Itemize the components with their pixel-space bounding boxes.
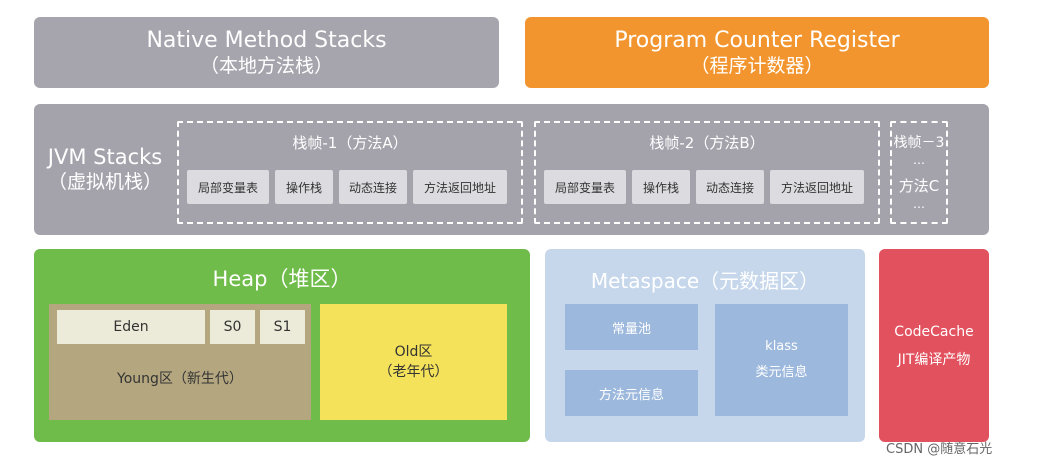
stack-frame-3-dots-bottom: …: [913, 197, 925, 211]
method-metadata: 方法元信息: [565, 370, 698, 416]
stack-frame-2: 栈帧-2（方法B） 局部变量表 操作栈 动态连接 方法返回地址: [534, 121, 880, 224]
jvm-stacks-subtitle: （虚拟机栈）: [47, 171, 162, 193]
young-generation-label: Young区（新生代）: [117, 371, 243, 387]
frame-2-operand-stack: 操作栈: [632, 170, 690, 204]
program-counter-register-box: Program Counter Register （程序计数器）: [525, 17, 989, 88]
native-method-stacks-subtitle: （本地方法栈）: [199, 54, 333, 77]
jvm-stacks-title: JVM Stacks: [47, 145, 163, 169]
frame-2-return-address: 方法返回地址: [770, 170, 864, 204]
native-method-stacks-box: Native Method Stacks （本地方法栈）: [34, 17, 499, 88]
codecache-title: CodeCache: [894, 323, 974, 340]
survivor-s1: S1: [260, 310, 305, 344]
jvm-stacks-label: JVM Stacks （虚拟机栈）: [40, 144, 170, 194]
stack-frame-2-title: 栈帧-2（方法B）: [649, 134, 765, 152]
frame-2-dynamic-linking: 动态连接: [696, 170, 764, 204]
program-counter-title: Program Counter Register: [614, 27, 900, 53]
frame-1-local-variables: 局部变量表: [187, 170, 269, 204]
stack-frame-3-dots-top: …: [913, 153, 925, 167]
stack-frame-1: 栈帧-1（方法A） 局部变量表 操作栈 动态连接 方法返回地址: [177, 121, 523, 224]
jvm-stacks-box: JVM Stacks （虚拟机栈） 栈帧-1（方法A） 局部变量表 操作栈 动态…: [34, 104, 989, 235]
old-generation-title: Old区: [394, 344, 433, 360]
native-method-stacks-title: Native Method Stacks: [146, 27, 387, 53]
old-generation: Old区 （老年代）: [320, 304, 507, 420]
class-metadata-label: 类元信息: [755, 365, 808, 380]
frame-1-operand-stack: 操作栈: [275, 170, 333, 204]
metaspace-title: Metaspace（元数据区）: [590, 269, 820, 293]
klass-metadata: klass 类元信息: [715, 304, 848, 416]
stack-frame-1-title: 栈帧-1（方法A）: [292, 134, 408, 152]
frame-1-dynamic-linking: 动态连接: [339, 170, 407, 204]
codecache-box: CodeCache JIT编译产物: [879, 249, 989, 442]
heap-title: Heap（堆区）: [212, 267, 352, 291]
frame-2-local-variables: 局部变量表: [544, 170, 626, 204]
old-generation-subtitle: （老年代）: [378, 364, 449, 380]
frame-1-return-address: 方法返回地址: [413, 170, 507, 204]
metaspace-box: Metaspace（元数据区） 常量池 方法元信息 klass 类元信息: [545, 249, 865, 442]
klass-label: klass: [765, 339, 798, 354]
constant-pool: 常量池: [565, 304, 698, 350]
survivor-s0: S0: [210, 310, 255, 344]
heap-box: Heap（堆区） Eden S0 S1 Young区（新生代） Old区 （老年…: [34, 249, 530, 442]
codecache-subtitle: JIT编译产物: [897, 351, 971, 368]
young-generation: Eden S0 S1 Young区（新生代）: [49, 304, 311, 420]
program-counter-subtitle: （程序计数器）: [690, 54, 824, 77]
stack-frame-3-title: 栈帧－3: [893, 135, 945, 151]
watermark: CSDN @随意石光: [886, 442, 993, 457]
eden-space: Eden: [57, 310, 205, 344]
stack-frame-3: 栈帧－3 … 方法C …: [890, 121, 948, 224]
stack-frame-3-method: 方法C: [898, 177, 940, 195]
